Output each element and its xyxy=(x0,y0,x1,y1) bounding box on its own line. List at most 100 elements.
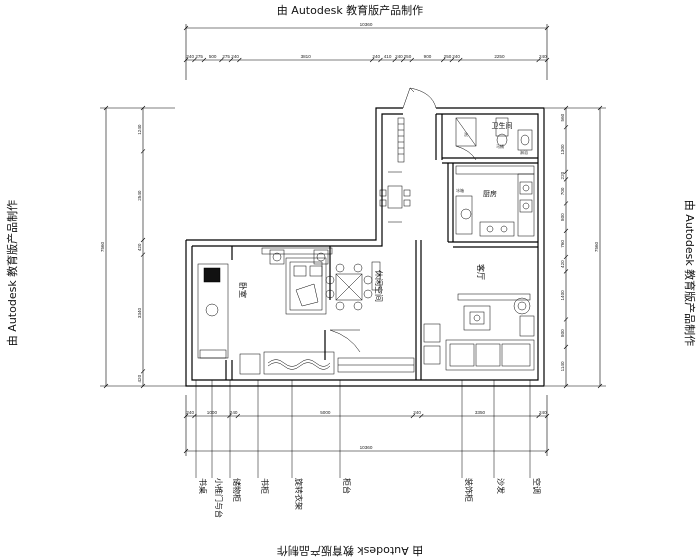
top-seg-dim-13: 2250 xyxy=(494,54,505,59)
watermark-top: 由 Autodesk 教育版产品制作 xyxy=(276,4,424,17)
right-seg-tick xyxy=(563,228,569,234)
bottom-seg-dim-2: 240 xyxy=(230,410,238,415)
top-seg-dim-4: 240 xyxy=(231,54,239,59)
top-seg-dim-0: 240 xyxy=(186,54,194,59)
right-seg-dim-3: 700 xyxy=(560,187,565,195)
top-seg-dim-6: 240 xyxy=(372,54,380,59)
top-seg-dim-1: 275 xyxy=(195,54,203,59)
top-seg-tick xyxy=(228,57,234,63)
top-seg-tick xyxy=(400,57,406,63)
right-seg-tick xyxy=(563,169,569,175)
bottom-seg-tick xyxy=(235,413,241,419)
shower-tray xyxy=(455,117,477,147)
corridor-dining xyxy=(379,171,411,223)
top-seg-dim-7: 410 xyxy=(384,54,392,59)
right-seg-tick xyxy=(563,344,569,350)
top-seg-tick xyxy=(458,57,463,63)
nightstand xyxy=(269,249,285,265)
callout-decor-cabinet: 装饰柜 xyxy=(464,478,474,502)
left-seg-tick xyxy=(140,237,146,243)
bottom-total-dim: 10360 xyxy=(360,445,373,450)
right-seg-tick xyxy=(563,254,569,260)
callout-rotating-rack: 旋转衣架 xyxy=(294,478,304,510)
bottom-seg-tick xyxy=(419,413,424,419)
plant-pot xyxy=(513,297,531,315)
bedroom-furniture xyxy=(197,247,415,375)
top-seg-dim-9: 250 xyxy=(404,54,412,59)
right-seg-tick xyxy=(563,269,569,274)
left-seg-dim-1: 2540 xyxy=(137,190,142,201)
right-total-tick xyxy=(597,383,603,389)
interior-walls xyxy=(225,114,538,380)
top-seg-tick xyxy=(409,57,415,63)
sofa xyxy=(445,339,535,371)
left-total-tick xyxy=(103,105,109,111)
room-label-bathroom: 卫生间 xyxy=(492,121,513,130)
sink xyxy=(517,129,533,151)
right-seg-dim-5: 760 xyxy=(560,240,565,248)
top-seg-dim-2: 500 xyxy=(209,54,217,59)
fixture-label-fridge: 冰箱 xyxy=(456,187,464,193)
right-seg-tick xyxy=(563,317,569,322)
left-seg-tick xyxy=(140,252,146,257)
bottom-seg-tick xyxy=(410,413,416,419)
right-seg-dim-1: 1300 xyxy=(560,144,565,155)
top-total-tick xyxy=(544,25,550,31)
bottom-total-tick xyxy=(544,448,550,454)
top-seg-tick xyxy=(392,57,397,63)
bottom-seg-tick xyxy=(192,413,197,419)
right-seg-dim-4: 800 xyxy=(560,213,565,221)
right-seg-dim-0: 560 xyxy=(560,113,565,121)
left-seg-dim-2: 420 xyxy=(137,243,142,251)
left-seg-tick xyxy=(140,383,146,389)
top-seg-tick xyxy=(369,57,375,63)
right-seg-dim-6: 420 xyxy=(560,260,565,268)
bottom-seg-dim-6: 240 xyxy=(539,410,547,415)
coffee-table xyxy=(463,305,491,331)
top-total-tick xyxy=(183,25,189,31)
top-seg-tick xyxy=(183,57,189,63)
right-seg-dim-8: 800 xyxy=(560,329,565,337)
top-seg-tick xyxy=(219,57,224,63)
kitchen-counter xyxy=(517,173,535,237)
callout-desk: 书桌 xyxy=(198,478,208,494)
bottom-seg-tick xyxy=(227,413,232,419)
stove xyxy=(479,221,515,237)
bottom-seg-tick xyxy=(536,413,541,419)
room-label-bedroom: 卧室 xyxy=(238,282,248,298)
callout-ac: 空调 xyxy=(532,478,542,494)
callout-push-door: 小推门与台 xyxy=(214,478,224,518)
callout-sofa: 沙发 xyxy=(496,478,506,494)
right-seg-tick xyxy=(563,177,569,182)
bottom-seg-dim-4: 240 xyxy=(413,410,421,415)
left-seg-dim-4: 420 xyxy=(137,374,142,382)
left-total-tick xyxy=(103,383,109,389)
top-seg-tick xyxy=(237,57,242,63)
left-seg-dim-3: 3340 xyxy=(137,307,142,318)
kitchen-fixtures xyxy=(455,165,535,237)
room-label-living: 客厅 xyxy=(476,264,486,280)
right-seg-tick xyxy=(563,383,569,389)
top-seg-tick xyxy=(440,57,446,63)
bottom-seg-dim-0: 240 xyxy=(186,410,194,415)
left-seg-tick xyxy=(140,149,146,154)
top-seg-tick xyxy=(201,57,207,63)
corridor-table xyxy=(387,185,403,209)
callout-bookcase: 书柜 xyxy=(260,478,270,494)
right-seg-dim-7: 1400 xyxy=(560,290,565,301)
callout-storage: 储物柜 xyxy=(232,478,242,502)
top-seg-tick xyxy=(536,57,541,63)
bottom-seg-tick xyxy=(183,413,189,419)
fixture-label-wash: 洗 xyxy=(464,131,468,137)
bottom-seg-tick xyxy=(544,413,550,419)
right-seg-tick xyxy=(563,125,569,130)
bed xyxy=(285,257,327,315)
fixture-label-toilet: 马桶 xyxy=(496,143,504,149)
top-seg-dim-10: 900 xyxy=(424,54,432,59)
entry-door xyxy=(402,87,437,109)
top-seg-dim-14: 240 xyxy=(539,54,547,59)
right-total-dim: 7560 xyxy=(594,241,599,252)
top-seg-dim-8: 240 xyxy=(395,54,403,59)
living-furniture xyxy=(423,293,535,371)
